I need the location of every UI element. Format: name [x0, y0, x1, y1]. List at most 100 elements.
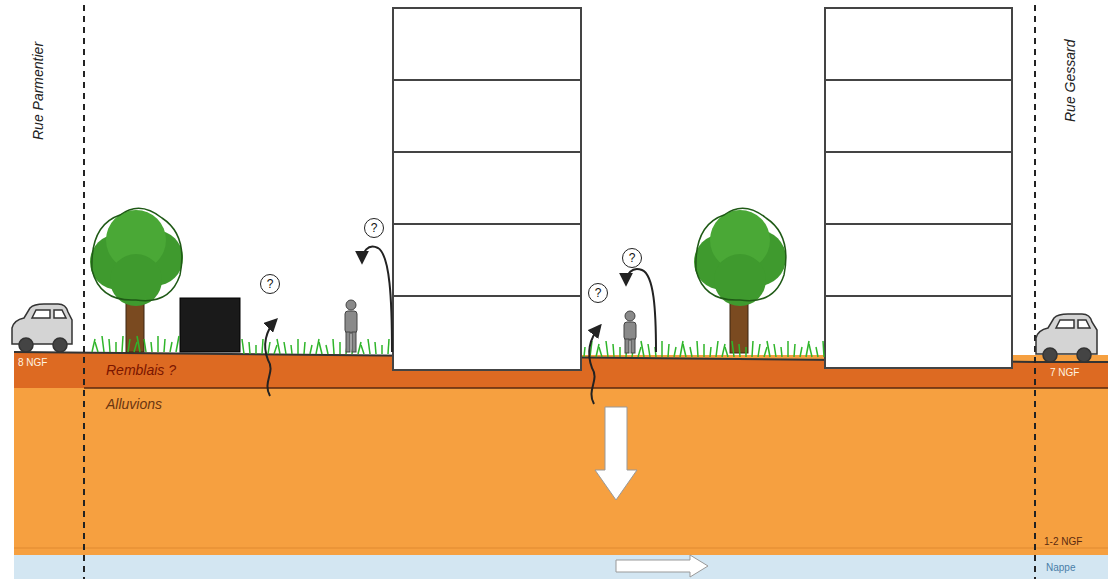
soil-layer-band: Nappe: [1040, 558, 1106, 578]
grass-blade: [794, 344, 795, 357]
grass-blade: [674, 347, 676, 357]
street-name: Rue Parmentier: [30, 42, 46, 140]
grass-blade: [703, 344, 705, 357]
grass: [92, 336, 824, 357]
grass-blade: [606, 341, 608, 357]
layer-name: Alluvions: [106, 396, 234, 412]
grass-blade: [339, 342, 341, 354]
groundwater-layer: [14, 555, 1108, 579]
grass-blade: [326, 345, 328, 354]
utility-box: [180, 298, 240, 352]
building: [393, 8, 581, 370]
grass-blade: [806, 341, 809, 357]
grass-blade: [619, 347, 621, 357]
grass-blade: [122, 336, 123, 352]
grass-blade: [648, 344, 650, 357]
property-limit: [83, 5, 85, 579]
question-callout: ?: [588, 283, 608, 303]
grass-blade: [297, 339, 299, 354]
question-callout: ?: [364, 218, 384, 238]
grass-blade: [716, 341, 718, 357]
grass-blade: [144, 339, 146, 352]
grass-blade: [683, 344, 686, 357]
grass-blade: [95, 342, 98, 352]
grass-blade: [333, 339, 334, 354]
grass-blade: [668, 344, 669, 357]
grass-blade: [722, 344, 725, 357]
grass-blade: [375, 342, 376, 354]
grass-blade: [368, 339, 370, 354]
property-limit: [1034, 5, 1036, 579]
fill-layer: [14, 352, 84, 388]
car: [12, 304, 72, 352]
grass-blade: [710, 347, 711, 357]
grass-blade: [137, 336, 140, 352]
grass-blade: [316, 339, 319, 354]
street-name: Rue Gessard: [1062, 40, 1078, 122]
grass-blade: [274, 345, 277, 354]
grass-blade: [291, 345, 292, 354]
grass-blade: [781, 347, 782, 357]
grass-blade: [134, 342, 137, 352]
grass-blade: [764, 347, 767, 357]
grass-blade: [809, 344, 812, 357]
grass-blade: [262, 339, 263, 354]
grass-blade: [584, 347, 585, 357]
layer-boundary: [84, 387, 1108, 389]
grass-blade: [599, 347, 602, 357]
grass-blade: [697, 341, 698, 357]
grass-blade: [774, 344, 776, 357]
grass-blade: [613, 344, 614, 357]
grass-blade: [109, 339, 110, 352]
grass-blade: [157, 336, 159, 352]
question-callout: ?: [260, 274, 280, 294]
grass-blade: [752, 341, 753, 357]
grass-blade: [176, 336, 179, 352]
question-mark: ?: [267, 277, 274, 291]
grass-blade: [255, 345, 257, 354]
grass-blade: [787, 341, 789, 357]
grass-blade: [388, 339, 389, 354]
grass-blade: [823, 341, 824, 357]
question-callout: ?: [622, 248, 642, 268]
grass-blade: [242, 339, 244, 354]
grass-blade: [725, 347, 728, 357]
grass-blade: [638, 347, 641, 357]
soil-layer-band: Alluvions: [100, 392, 240, 422]
grass-blade: [102, 336, 104, 352]
elevation-label: 7 NGF: [1050, 367, 1079, 378]
grass-blade: [758, 344, 760, 357]
elevation-label: 1-2 NGF: [1044, 536, 1082, 547]
grass-blade: [92, 339, 95, 352]
grass-blade: [661, 341, 663, 357]
person: [624, 311, 636, 353]
grass-blade: [680, 341, 683, 357]
grass-blade: [739, 344, 740, 357]
grass-blade: [319, 342, 322, 354]
grass-blade: [151, 342, 152, 352]
grass-blade: [732, 341, 734, 357]
grass-blade: [816, 347, 818, 357]
grass-blade: [800, 347, 802, 357]
grass-blade: [690, 347, 692, 357]
grass-blade: [381, 345, 383, 354]
grass-blade: [284, 342, 286, 354]
grass-blade: [641, 341, 644, 357]
water-table-level: [14, 548, 1108, 549]
grass-blade: [249, 342, 250, 354]
tree: [90, 208, 183, 352]
car: [1036, 314, 1097, 362]
grass-blade: [358, 342, 361, 354]
soil-layer-band: Remblais ?: [100, 358, 240, 386]
question-mark: ?: [371, 221, 378, 235]
elevation-label: 8 NGF: [18, 357, 47, 368]
grass-blade: [268, 342, 270, 354]
grass-blade: [745, 347, 747, 357]
layer-name: Nappe: [1046, 562, 1100, 573]
grass-blade: [767, 341, 770, 357]
grass-blade: [277, 339, 280, 354]
infiltration-arrow: [595, 407, 637, 500]
grass-blade: [304, 342, 305, 354]
tree: [694, 208, 786, 353]
